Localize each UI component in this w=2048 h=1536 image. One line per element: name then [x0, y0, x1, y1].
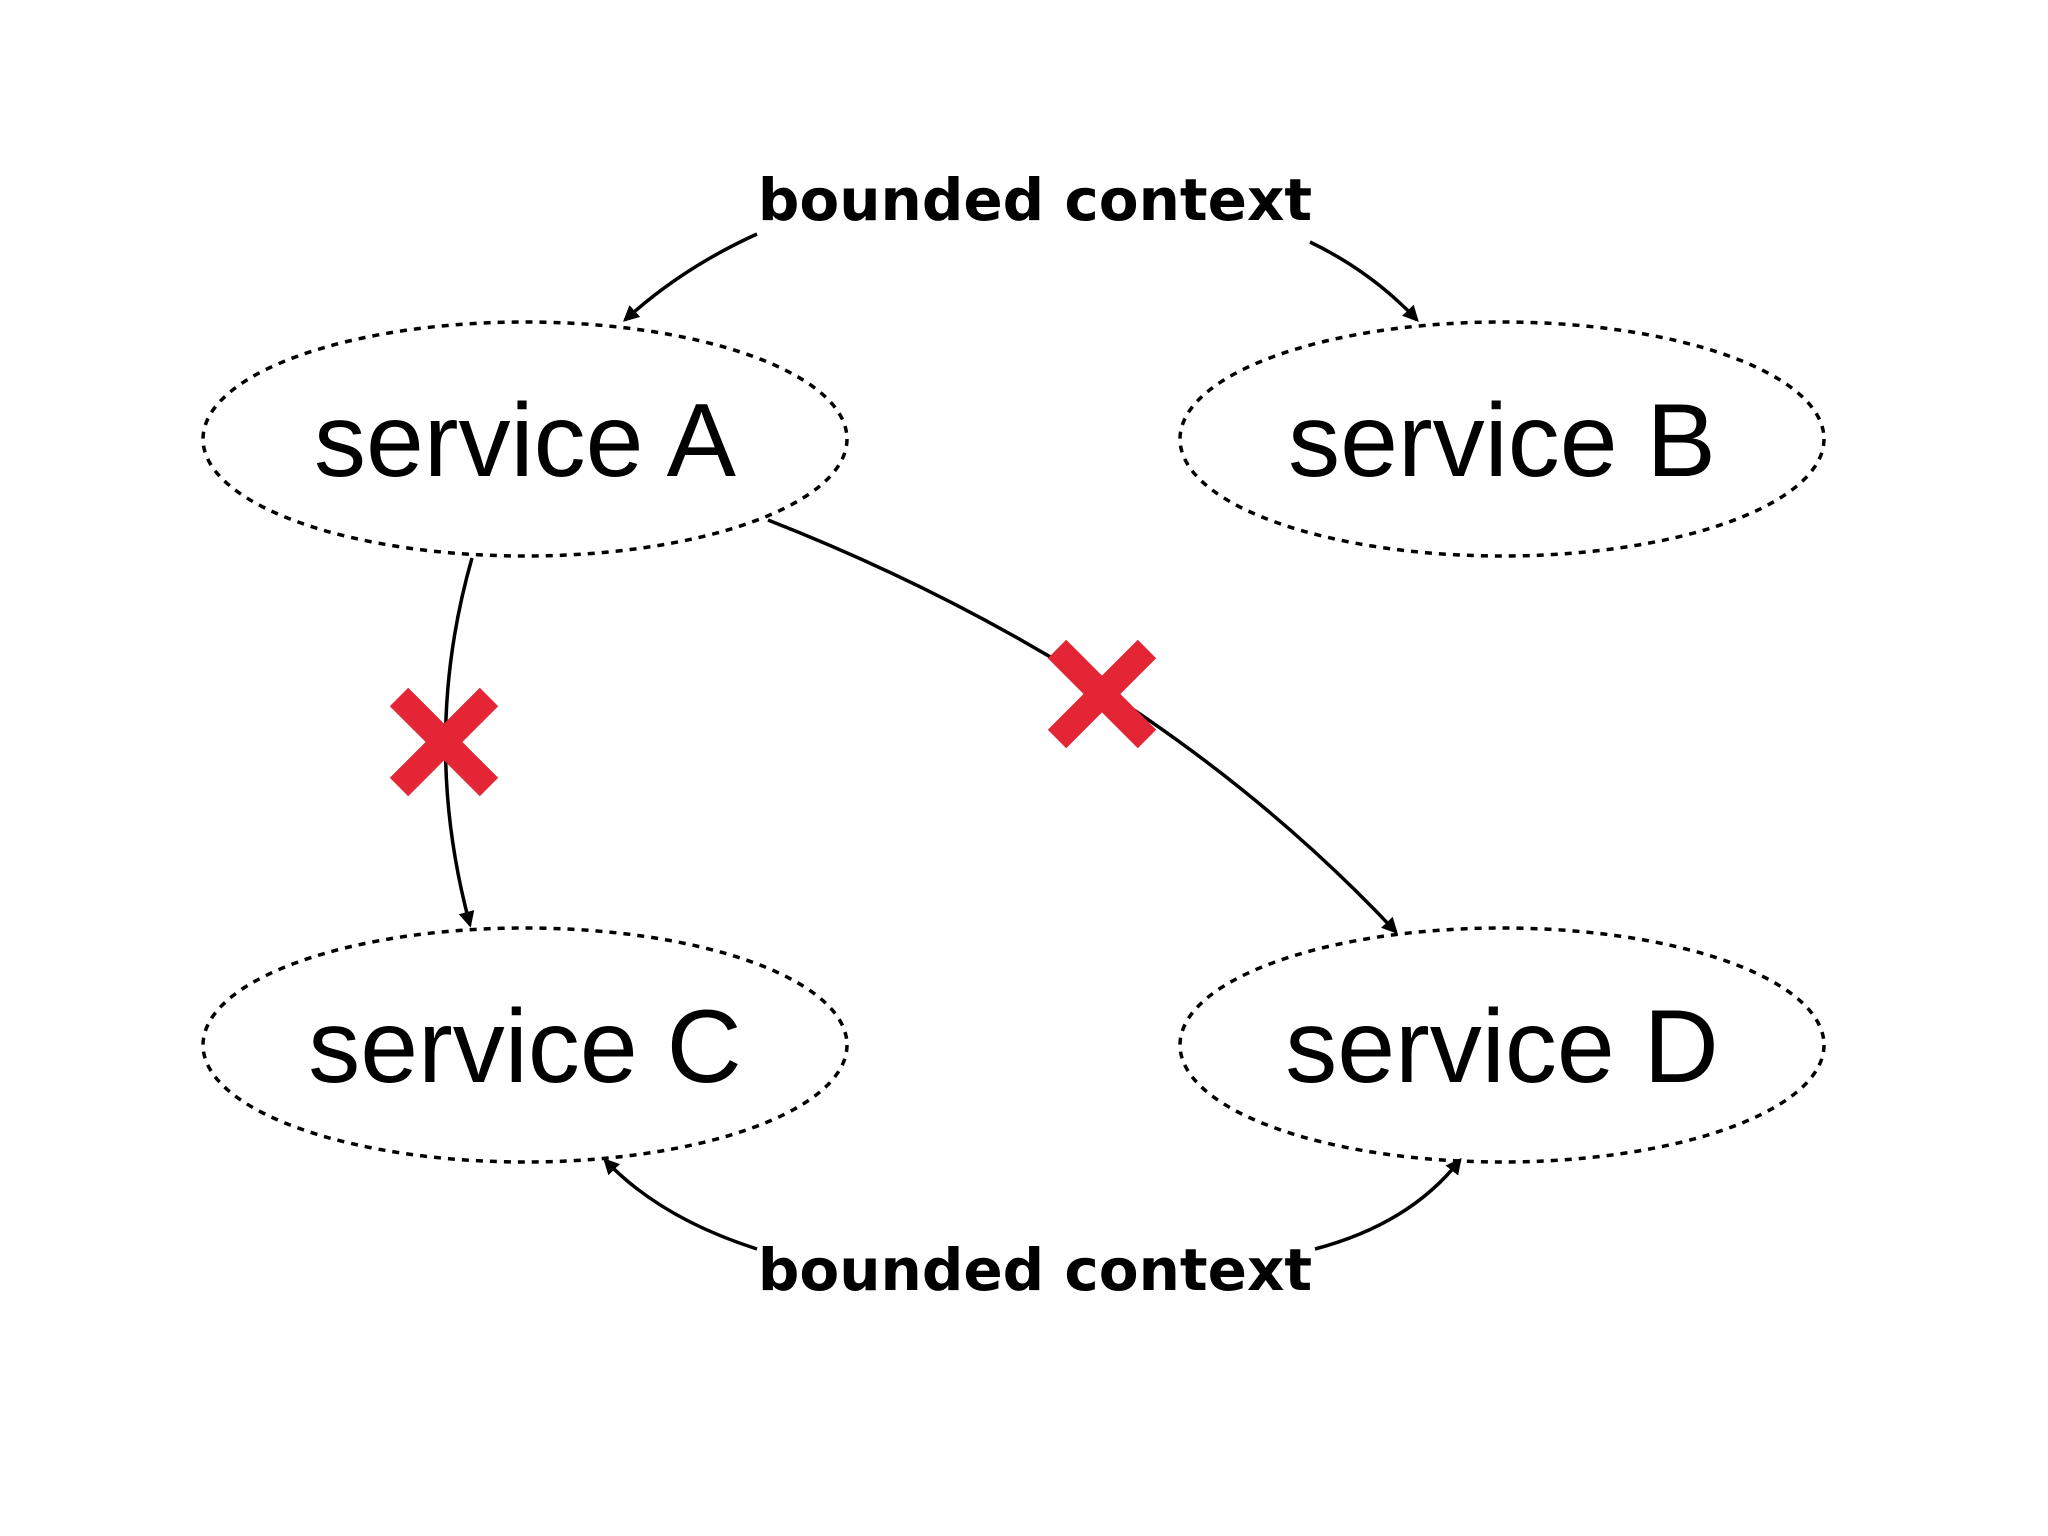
- service-a-boundary: [201, 320, 849, 558]
- bounded-context-top-label: bounded context: [758, 166, 1312, 234]
- service-c-label: service C: [308, 989, 741, 1105]
- bounded-context-arrow-to-b: [1309, 240, 1419, 322]
- cross-icon: [1047, 639, 1157, 749]
- service-b-boundary: [1178, 320, 1826, 558]
- bounded-context-bottom-label: bounded context: [758, 1236, 1312, 1304]
- bounded-context-arrow-to-c: [603, 1158, 758, 1251]
- service-c-boundary: [201, 926, 849, 1164]
- bounded-context-arrow-to-d: [1314, 1157, 1462, 1251]
- cross-icon: [389, 687, 499, 797]
- bounded-context-arrow-to-a: [623, 232, 758, 322]
- service-d-boundary: [1178, 926, 1826, 1164]
- service-d-label: service D: [1285, 989, 1718, 1105]
- service-a-label: service A: [314, 383, 737, 499]
- service-b-label: service B: [1288, 383, 1716, 499]
